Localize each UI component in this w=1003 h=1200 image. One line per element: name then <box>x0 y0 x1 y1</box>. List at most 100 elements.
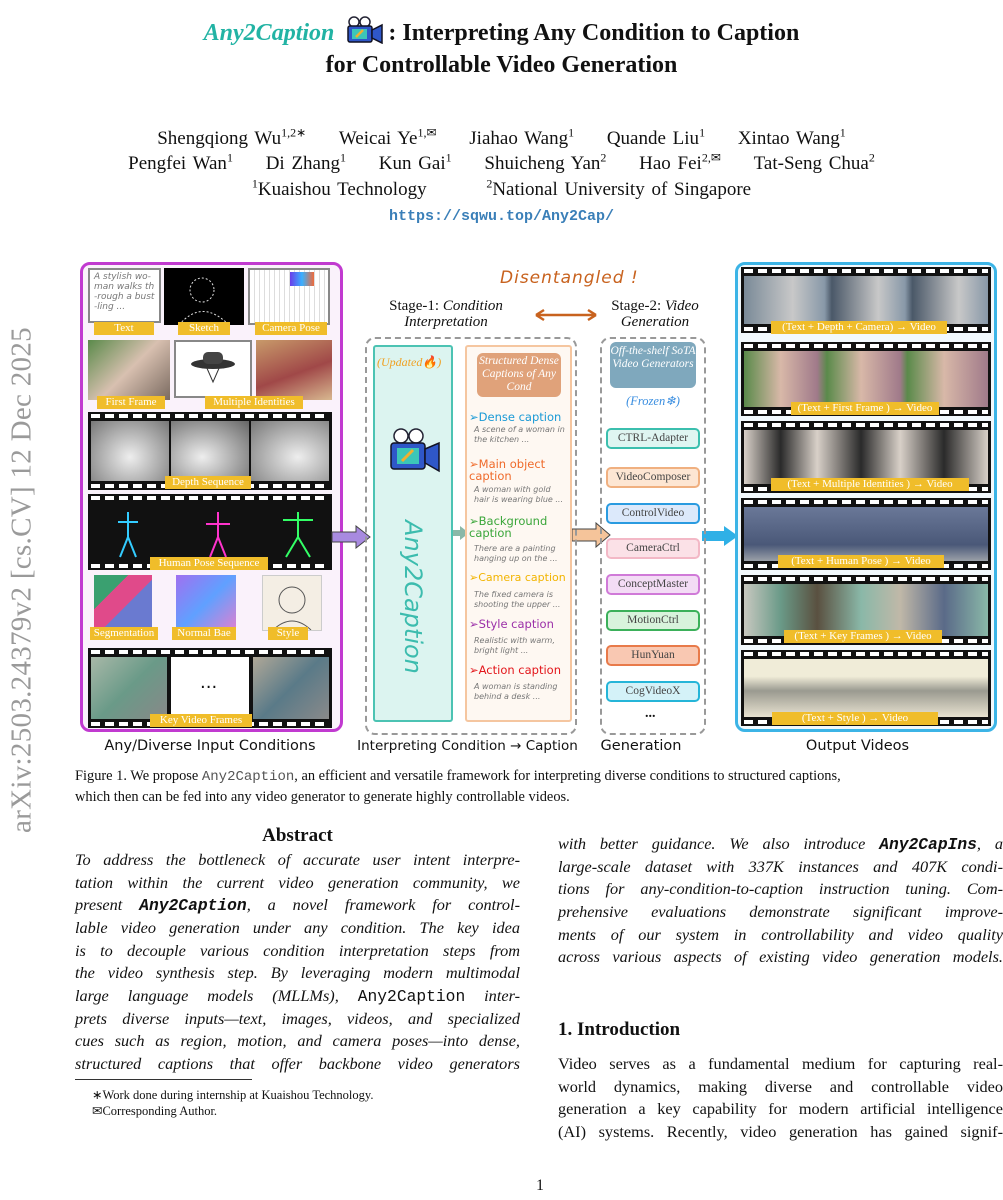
caption-type-dense: ➢Dense caption <box>469 410 562 424</box>
output-label: (Text + First Frame ) → Video <box>791 402 939 415</box>
text-line: tation within the current video generati… <box>75 873 520 892</box>
author: Quande Liu1 <box>606 126 706 150</box>
text-line: large language models (MLLMs), Any2Capti… <box>75 986 521 1006</box>
label-first-frame: First Frame <box>97 396 165 409</box>
text-line: (AI) systems. Recently, video generation… <box>558 1122 1003 1141</box>
abstract-heading: Abstract <box>262 825 333 846</box>
paper-title-line2: for Controllable Video Generation <box>325 52 678 78</box>
output-label: (Text + Depth + Camera) → Video <box>771 321 947 334</box>
output-label: (Text + Human Pose ) → Video <box>778 555 944 568</box>
caption-example: There are a painting hanging up on the .… <box>474 544 558 563</box>
double-arrow-icon <box>535 308 597 322</box>
author: Shuicheng Yan2 <box>484 151 607 175</box>
stage-1-box <box>365 337 577 735</box>
label-style: Style <box>268 627 308 640</box>
caption-type-main-object: ➢Main object caption <box>469 457 546 483</box>
generator-cogvideox: CogVideoX <box>606 681 700 702</box>
normal-map-image <box>176 575 236 631</box>
structured-captions-header: Structured Dense Captions of Any Cond <box>477 353 561 397</box>
project-url-link[interactable]: https://sqwu.top/Any2Cap/ <box>388 208 615 225</box>
text-line: prehensive evaluations demonstrate signi… <box>558 902 1003 921</box>
caption-type-camera: ➢Camera caption <box>469 571 566 584</box>
text-line: world dynamics, making diverse and contr… <box>558 1077 1003 1096</box>
structured-captions-panel: Structured Dense Captions of Any Cond <box>465 345 572 722</box>
figure-caption-line2: which then can be fed into any video gen… <box>75 789 570 805</box>
generator-ctrl-adapter: CTRL-Adapter <box>606 428 700 449</box>
caption-type-action: ➢Action caption <box>469 663 562 677</box>
generator-hunyuan: HunYuan <box>606 645 700 666</box>
depth-sequence-filmstrip <box>88 412 332 490</box>
generator-motionctrl: MotionCtrl <box>606 610 700 631</box>
title-model-name: Any2Caption <box>203 20 335 46</box>
any2caption-model-panel: (Updated🔥) Any2Caption <box>373 345 453 722</box>
identity-image <box>256 340 332 400</box>
text-line: tions for any-condition-to-caption instr… <box>558 879 1003 898</box>
footnote-corresponding: ✉Corresponding Author. <box>92 1104 218 1118</box>
key-frames-ellipsis: ... <box>200 672 218 693</box>
label-normal-bae: Normal Bae <box>172 627 236 640</box>
page-number: 1 <box>536 1177 544 1194</box>
author: Shengqiong Wu1,2∗ <box>157 126 307 150</box>
label-depth-sequence: Depth Sequence <box>165 476 251 489</box>
label-segmentation: Segmentation <box>90 627 158 640</box>
author: Jiahao Wang1 <box>469 126 575 150</box>
text-line: the video synthesis step. By leveraging … <box>75 963 520 982</box>
affiliations: 1Kuaishou Technology 2National Universit… <box>251 177 752 201</box>
updated-label: (Updated🔥) <box>377 355 442 369</box>
first-frame-image <box>88 340 170 400</box>
text-line: ments of our system in controllability a… <box>558 925 1003 944</box>
arrow-right-icon <box>449 526 469 540</box>
label-human-pose-sequence: Human Pose Sequence <box>150 557 268 570</box>
fire-icon: 🔥 <box>422 355 438 369</box>
arrow-right-icon <box>702 526 738 546</box>
frozen-label: (Frozen❄) <box>626 394 680 408</box>
caption-example: A scene of a woman in the kitchen ... <box>474 425 565 444</box>
text-line: large-scale dataset with 337K instances … <box>558 857 1003 876</box>
footnote-internship: ∗Work done during internship at Kuaishou… <box>92 1088 374 1102</box>
text-line: To address the bottleneck of accurate us… <box>75 850 520 869</box>
authors-row-2: Pengfei Wan1 Di Zhang1 Kun Gai1 Shuichen… <box>0 151 1003 175</box>
arxiv-stamp: arXiv:2503.24379v2 [cs.CV] 12 Dec 2025 <box>5 327 38 833</box>
text-line: across various aspects of existing video… <box>558 947 1003 966</box>
output-label: (Text + Key Frames ) → Video <box>784 630 942 643</box>
text-line: cues such as region, motion, and camera … <box>75 1031 520 1050</box>
text-condition-sample: A stylish wo-man walks th-rough a bust-l… <box>88 268 161 323</box>
footnote-divider <box>75 1079 252 1080</box>
text-line: structured captions that offer backbone … <box>75 1054 520 1073</box>
more-generators-ellipsis: ... <box>645 706 656 721</box>
segmentation-image <box>94 575 152 631</box>
caption-type-style: ➢Style caption <box>469 617 554 631</box>
generation-label: Generation <box>600 738 682 754</box>
hat-image <box>174 340 252 398</box>
caption-example: The fixed camera is shooting the upper .… <box>474 590 561 609</box>
label-text: Text <box>94 322 154 335</box>
video-camera-icon <box>342 16 386 45</box>
stage-2-box <box>600 337 706 735</box>
text-line: is to decouple various condition interpr… <box>75 941 520 960</box>
author: Tat-Seng Chua2 <box>753 151 875 175</box>
model-name-vertical: Any2Caption <box>399 520 427 674</box>
caption-type-background: ➢Background caption <box>469 514 548 540</box>
off-the-shelf-header: Off-the-shelf SoTA Video Generators <box>610 342 696 388</box>
paper-title-line1: Any2Caption : Interpreting Any Condition… <box>0 16 1003 47</box>
text-line: lable video generation under any conditi… <box>75 918 520 937</box>
caption-example: A woman is standing behind a desk ... <box>474 682 558 701</box>
text-line: present Any2Caption, a novel framework f… <box>75 895 520 915</box>
text-line: Video serves as a fundamental medium for… <box>558 1054 1003 1073</box>
caption-example: A woman with gold hair is wearing blue .… <box>474 485 563 504</box>
author: Di Zhang1 <box>265 151 346 175</box>
label-key-video-frames: Key Video Frames <box>150 714 252 727</box>
snowflake-icon: ❄ <box>665 394 676 408</box>
figure-caption-line1: Figure 1. We propose Any2Caption, an eff… <box>75 768 841 785</box>
video-camera-icon <box>390 428 440 473</box>
author: Weicai Ye1,✉ <box>338 126 437 150</box>
introduction-heading: 1. Introduction <box>558 1019 681 1040</box>
caption-example: Realistic with warm, bright light ... <box>474 636 555 655</box>
output-label: (Text + Multiple Identities ) → Video <box>771 478 969 491</box>
author: Hao Fei2,✉ <box>639 151 721 175</box>
author: Xintao Wang1 <box>737 126 846 150</box>
text-line: generation a key capability for modern a… <box>558 1099 1003 1118</box>
camera-pose-image <box>248 268 330 325</box>
